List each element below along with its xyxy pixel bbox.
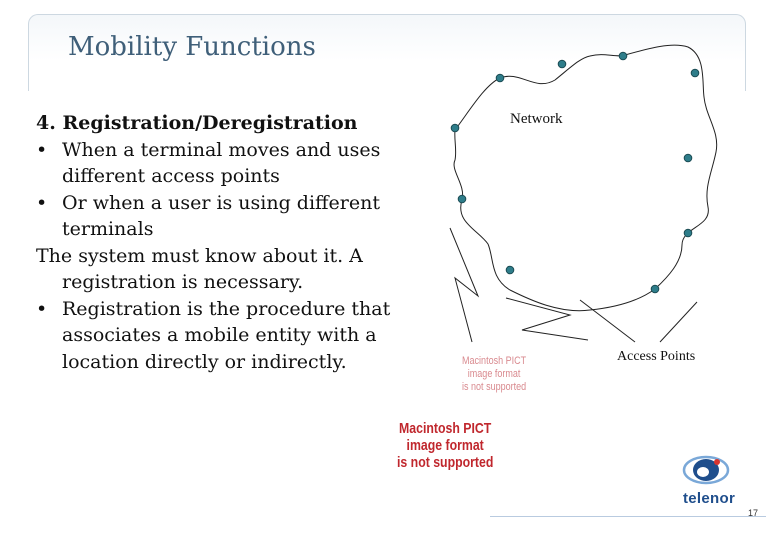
network-node [683,228,693,238]
title-frame [28,14,746,91]
network-node [618,51,628,61]
bullet-text: Registration is the procedure that [62,297,391,320]
access-points-label: Access Points [617,349,696,364]
placeholder-text: Macintosh PICT [462,355,527,367]
bullet-marker: • [36,138,48,161]
bullet-text: Or when a user is using different [62,191,380,214]
bullet-continuation: different access points [62,165,280,187]
bullet-item: • When a terminal moves and uses [36,137,396,164]
network-label: Network [510,111,563,127]
paragraph-line: The system must know about it. A [36,244,363,267]
network-node [650,284,660,294]
placeholder-text: is not supported [397,454,494,471]
logo-wordmark: telenor [683,490,736,507]
bullet-text: When a terminal moves and uses [62,138,381,161]
network-node [495,73,505,83]
network-node [457,194,467,204]
paragraph-continuation: registration is necessary. [62,271,304,293]
radio-link-zigzag [449,227,480,343]
placeholder-text: image format [467,368,521,380]
bullet-continuation: terminals [62,218,154,240]
slide-title: Mobility Functions [68,32,316,62]
bullet-continuation: associates a mobile entity with a [62,324,377,346]
access-point-pointer [659,301,698,343]
radio-link-zigzag [505,297,589,341]
unsupported-image-placeholder: Macintosh PICT image format is not suppo… [397,420,493,471]
section-heading: 4. Registration/Deregistration [36,112,358,134]
network-node [683,153,693,163]
telenor-logo-icon [682,455,730,485]
network-node [505,265,515,275]
placeholder-text: Macintosh PICT [399,420,492,437]
network-node [557,59,567,69]
placeholder-text: image format [406,437,484,454]
slide-body: 4. Registration/Deregistration • When a … [36,110,396,375]
placeholder-text: is not supported [462,381,527,393]
bullet-marker: • [36,191,48,214]
network-node [690,68,700,78]
page-number: 17 [748,508,759,518]
bullet-continuation: location directly or indirectly. [62,350,347,373]
unsupported-image-placeholder: Macintosh PICT image format is not suppo… [462,355,526,394]
network-cloud-outline [453,44,718,312]
bullet-marker: • [36,297,48,320]
bullet-item: • Registration is the procedure that [36,296,396,323]
access-point-pointer [579,299,636,343]
bullet-item: • Or when a user is using different [36,190,396,217]
footer-rule [490,516,766,517]
network-node [450,123,460,133]
